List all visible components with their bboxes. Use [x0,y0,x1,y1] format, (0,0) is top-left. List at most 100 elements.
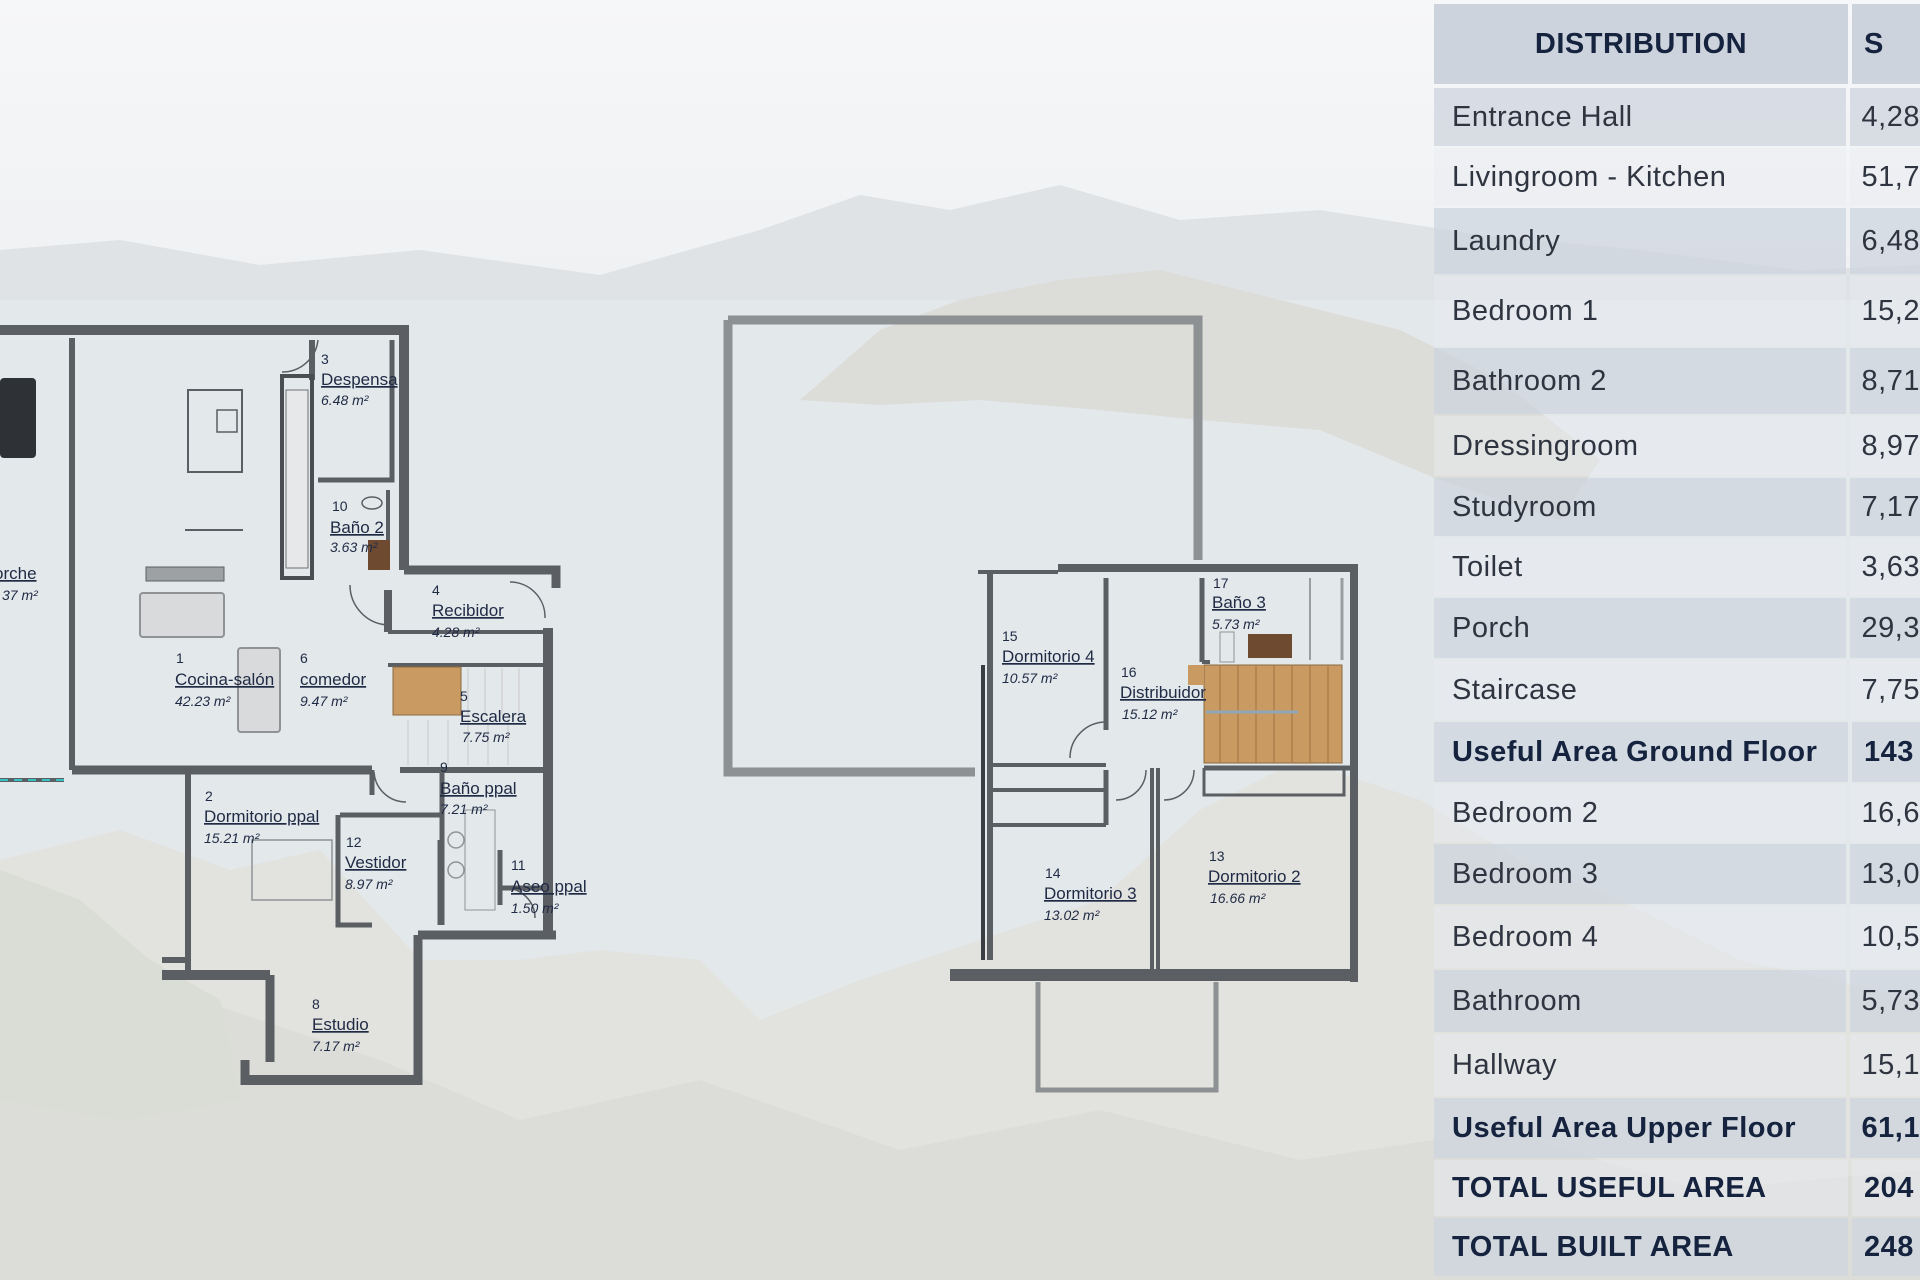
room-name: Escalera [460,707,527,726]
row-value: 3,63 [1849,538,1920,596]
room-name: Dormitorio 4 [1002,647,1095,666]
room-number: 15 [1002,628,1018,644]
room-name: Baño 2 [330,518,384,537]
row-label: Staircase [1434,660,1846,720]
room-name: Despensa [321,370,398,389]
room-area: 7.21 m² [440,801,489,817]
room-name: comedor [300,670,366,689]
row-value: 8,71 [1849,348,1920,414]
row-label: Bathroom [1434,970,1846,1032]
room-name: Dormitorio 3 [1044,884,1137,903]
room-number: 3 [321,351,329,367]
room-name: Dormitorio ppal [204,807,319,826]
room-number: 4 [432,582,440,598]
row-value: 4,28 [1849,88,1920,146]
room-area: 15.12 m² [1122,706,1179,722]
room-area: 5.73 m² [1212,616,1261,632]
row-value: 15,2 [1849,276,1920,346]
room-number: 2 [205,788,213,804]
room-number: 8 [312,996,320,1012]
row-value: 29,3 [1849,598,1920,658]
room-area: 37 m² [2,587,39,603]
room-number: 1 [176,650,184,666]
row-label: Studyroom [1434,478,1846,536]
row-label: Livingroom - Kitchen [1434,148,1846,206]
room-name: Recibidor [432,601,504,620]
row-label: Bathroom 2 [1434,348,1846,414]
room-area: 15.21 m² [204,830,261,846]
row-value: 51,7 [1849,148,1920,206]
room-area: 7.75 m² [462,729,511,745]
room-area: 7.17 m² [312,1038,361,1054]
room-area: 6.48 m² [321,392,370,408]
row-value: 5,73 [1849,970,1920,1032]
room-area: 8.97 m² [345,876,394,892]
room-area: 10.57 m² [1002,670,1059,686]
row-label: TOTAL BUILT AREA [1434,1218,1848,1276]
row-value: 6,48 [1849,208,1920,274]
room-name: Baño ppal [440,779,517,798]
row-label: Dressingroom [1434,416,1846,476]
room-area: 4.28 m² [432,624,481,640]
room-name: Vestidor [345,853,407,872]
row-value: 204 [1852,1160,1920,1216]
row-label: Entrance Hall [1434,88,1846,146]
room-number: 12 [346,834,362,850]
room-name: Dormitorio 2 [1208,867,1301,886]
row-value: 15,1 [1849,1034,1920,1096]
room-number: 14 [1045,865,1061,881]
room-number: 17 [1213,575,1229,591]
row-label: Bedroom 4 [1434,906,1846,968]
row-label: Useful Area Upper Floor [1434,1098,1846,1158]
room-area: 1.50 m² [511,900,560,916]
room-area: 16.66 m² [1210,890,1267,906]
row-label: TOTAL USEFUL AREA [1434,1160,1848,1216]
row-label: Laundry [1434,208,1846,274]
room-number: 13 [1209,848,1225,864]
row-value: 13,0 [1849,844,1920,904]
room-number: 6 [300,650,308,666]
row-value: 248 [1852,1218,1920,1276]
room-number: 9 [440,759,448,775]
row-label: Useful Area Ground Floor [1434,722,1848,782]
row-value: 16,6 [1849,784,1920,842]
row-value: 8,97 [1849,416,1920,476]
room-number: 16 [1121,664,1137,680]
row-label: Bedroom 3 [1434,844,1846,904]
row-value: 10,5 [1849,906,1920,968]
row-value: 143 [1852,722,1920,782]
room-number: 5 [460,688,468,704]
row-label: Bedroom 1 [1434,276,1846,346]
row-value: 61,1 [1849,1098,1920,1158]
row-value: 7,17 [1849,478,1920,536]
porch-label: orche 37 m² [0,564,39,603]
room-area: 42.23 m² [175,693,232,709]
room-name: Aseo ppal [511,877,587,896]
room-name: orche [0,564,37,583]
room-area: 13.02 m² [1044,907,1101,923]
room-name: Baño 3 [1212,593,1266,612]
room-area: 3.63 m² [330,539,379,555]
room-number: 10 [332,498,348,514]
room-name: Distribuidor [1120,683,1206,702]
